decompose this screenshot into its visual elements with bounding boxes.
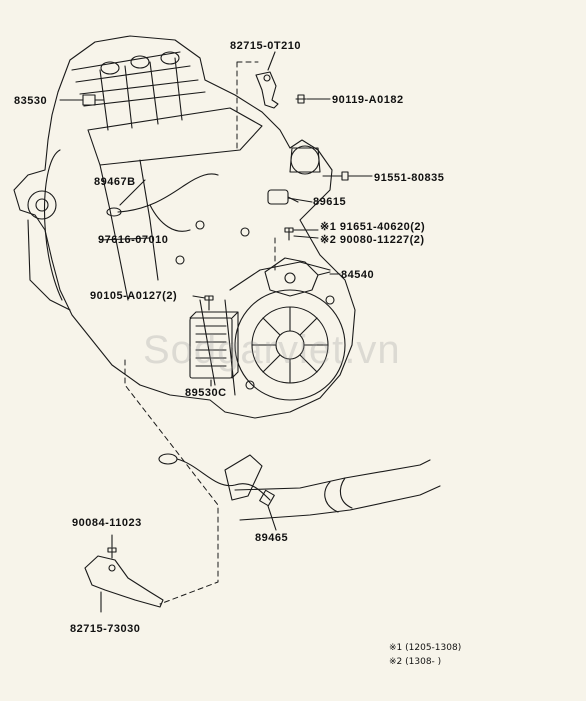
exhaust-pipe xyxy=(224,454,441,521)
label-82715-0t210[interactable]: 82715-0T210 xyxy=(230,40,301,52)
bracket-82715-0t210 xyxy=(255,71,279,109)
bracket-82715-73030 xyxy=(84,555,164,608)
sensor-89467b xyxy=(106,207,122,217)
bolt-90084 xyxy=(107,547,117,559)
label-83530[interactable]: 83530 xyxy=(14,95,48,107)
wiring-bracket-97616 xyxy=(149,204,191,232)
ecu-89530c xyxy=(189,311,239,379)
label-89530c[interactable]: 89530C xyxy=(185,387,227,399)
label-89615[interactable]: 89615 xyxy=(313,196,347,208)
engine-assembly xyxy=(13,35,356,419)
bolt-91551 xyxy=(322,171,349,181)
label-89467b[interactable]: 89467B xyxy=(94,176,136,188)
label-90105-a0127[interactable]: 90105-A0127(2) xyxy=(90,290,178,302)
bolt-90119 xyxy=(295,94,307,104)
label-91551-80835[interactable]: 91551-80835 xyxy=(374,172,445,184)
label-91651-40620[interactable]: ※1 91651-40620(2) xyxy=(320,221,426,233)
label-84540[interactable]: 84540 xyxy=(341,269,375,281)
leader-lines xyxy=(59,51,373,613)
neutral-start-switch-84540 xyxy=(264,257,331,297)
dashed-guides xyxy=(124,61,276,605)
label-82715-73030[interactable]: 82715-73030 xyxy=(70,623,141,635)
bolt-91651 xyxy=(284,227,294,241)
speed-sensor-89615 xyxy=(267,189,299,205)
label-90080-11227[interactable]: ※2 90080-11227(2) xyxy=(320,234,425,246)
label-97616-07010[interactable]: 97616-07010 xyxy=(98,234,169,246)
oxygen-sensor-89465 xyxy=(158,453,275,507)
label-90119-a0182[interactable]: 90119-A0182 xyxy=(332,94,404,106)
wiring-89467b xyxy=(117,173,219,213)
label-89465[interactable]: 89465 xyxy=(255,532,289,544)
label-90084-11023[interactable]: 90084-11023 xyxy=(72,517,142,529)
watermark: Sodgarviet.vn xyxy=(143,328,401,372)
bolt-90105 xyxy=(204,295,214,311)
note-2: ※2 (1308- ) xyxy=(389,657,442,667)
note-1: ※1 (1205-1308) xyxy=(389,643,462,653)
